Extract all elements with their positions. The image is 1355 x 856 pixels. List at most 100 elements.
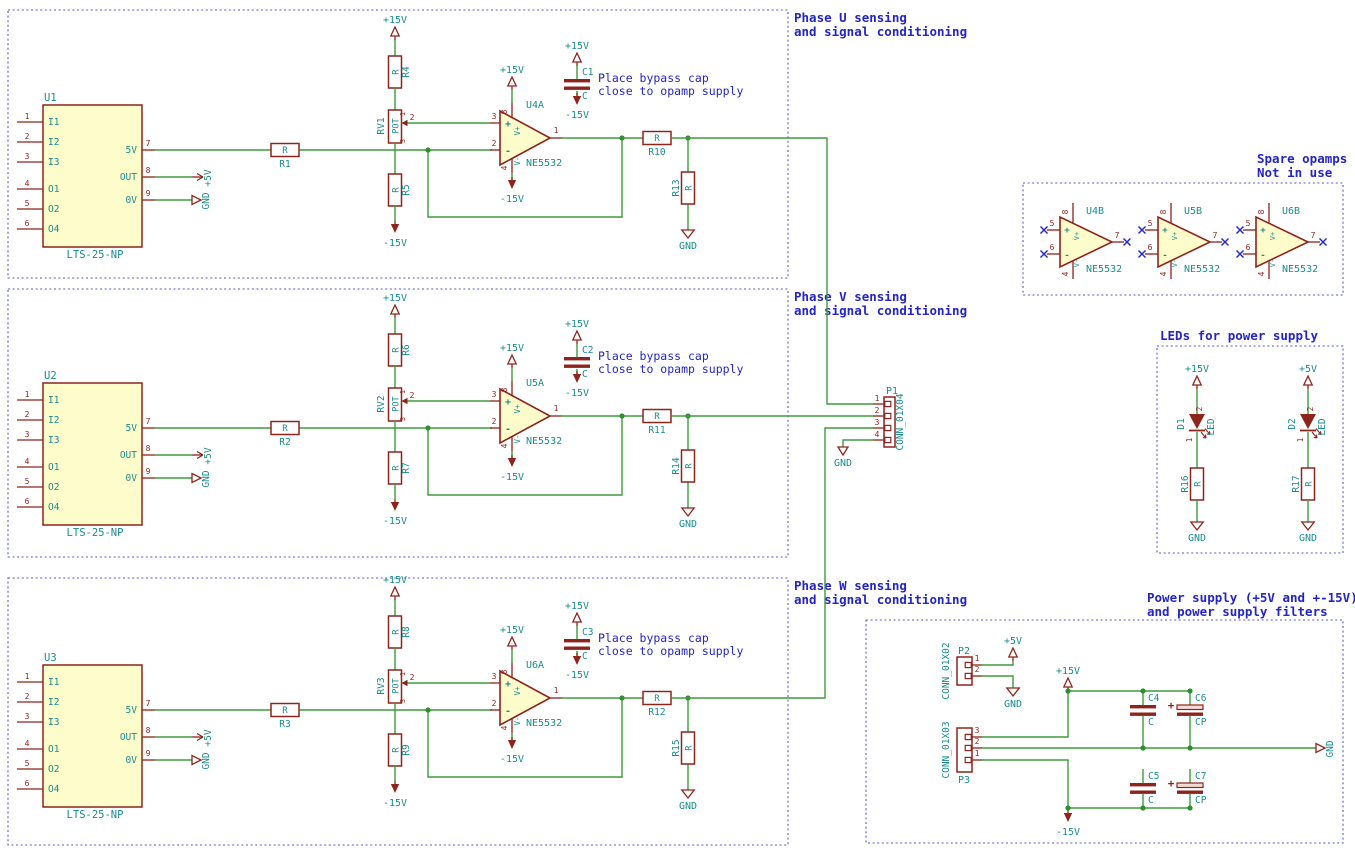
svg-text:R12: R12 [648,707,665,718]
svg-text:8: 8 [500,387,509,392]
svg-text:9: 9 [146,467,151,476]
svg-text:GND: GND [1299,533,1317,544]
svg-text:R4: R4 [401,66,412,78]
svg-text:-15V: -15V [565,110,589,121]
svg-text:2: 2 [25,132,30,141]
svg-text:7: 7 [146,139,151,148]
svg-text:2: 2 [410,673,415,682]
svg-text:1: 1 [25,112,30,121]
svg-text:I1: I1 [48,395,60,406]
svg-text:5: 5 [25,759,30,768]
svg-text:U1: U1 [44,92,57,104]
svg-text:+15V: +15V [383,15,407,26]
svg-text:C: C [582,651,588,662]
svg-text:-15V: -15V [565,388,589,399]
svg-text:6: 6 [1050,243,1055,252]
svg-text:R16: R16 [1180,475,1191,492]
p3-wires[interactable]: +15V-15V [982,666,1316,838]
svg-text:GND: GND [1004,699,1022,710]
svg-text:4: 4 [25,179,30,188]
svg-text:R6: R6 [401,344,412,356]
resistor-R2[interactable]: RR2 [270,420,300,449]
svg-text:R14: R14 [671,457,682,474]
svg-text:V-: V- [1269,259,1277,267]
svg-text:+15V: +15V [1056,666,1080,677]
svg-text:6: 6 [1246,243,1251,252]
svg-text:+: + [1168,777,1175,790]
svg-text:1: 1 [25,672,30,681]
svg-text:CP: CP [1195,717,1207,728]
svg-text:+15V: +15V [383,293,407,304]
svg-text:U3: U3 [44,652,57,664]
svg-text:+15V: +15V [500,343,524,354]
resistor-R1[interactable]: RR1 [270,142,300,171]
svg-text:O1: O1 [48,184,60,195]
svg-text:2: 2 [492,139,497,148]
svg-text:GND: GND [834,458,852,469]
svg-text:U4B: U4B [1086,206,1104,217]
p2-wires[interactable]: +5V [982,636,1022,688]
svg-text:R: R [392,187,402,193]
phase-output-wires[interactable] [671,137,873,699]
svg-text:NE5532: NE5532 [1184,264,1220,275]
svg-text:5V: 5V [126,145,138,156]
svg-text:CONN_01X02: CONN_01X02 [941,642,952,699]
svg-text:7: 7 [146,699,151,708]
svg-text:8: 8 [146,444,151,453]
svg-text:3: 3 [492,112,497,121]
svg-text:I1: I1 [48,117,60,128]
svg-text:R11: R11 [648,425,665,436]
svg-text:Place bypass cap: Place bypass cap [598,631,709,645]
svg-text:+5V: +5V [203,447,214,464]
svg-text:R: R [685,463,695,469]
svg-text:3: 3 [25,152,30,161]
svg-text:CONN_01X04: CONN_01X04 [895,393,906,450]
svg-text:C3: C3 [582,627,593,638]
svg-text:6: 6 [25,779,30,788]
svg-text:Place bypass cap: Place bypass cap [598,71,709,85]
svg-text:LTS-25-NP: LTS-25-NP [67,527,124,539]
svg-text:Phase V sensing: Phase V sensing [794,289,907,304]
svg-text:R17: R17 [1291,475,1302,492]
svg-text:9: 9 [146,749,151,758]
svg-text:C7: C7 [1195,771,1206,782]
svg-text:1: 1 [554,126,559,135]
svg-text:-: - [1260,251,1265,261]
svg-text:U2: U2 [44,370,57,382]
svg-text:LTS-25-NP: LTS-25-NP [67,809,124,821]
resistor-R3[interactable]: RR3 [270,702,300,731]
svg-text:C6: C6 [1195,693,1207,704]
